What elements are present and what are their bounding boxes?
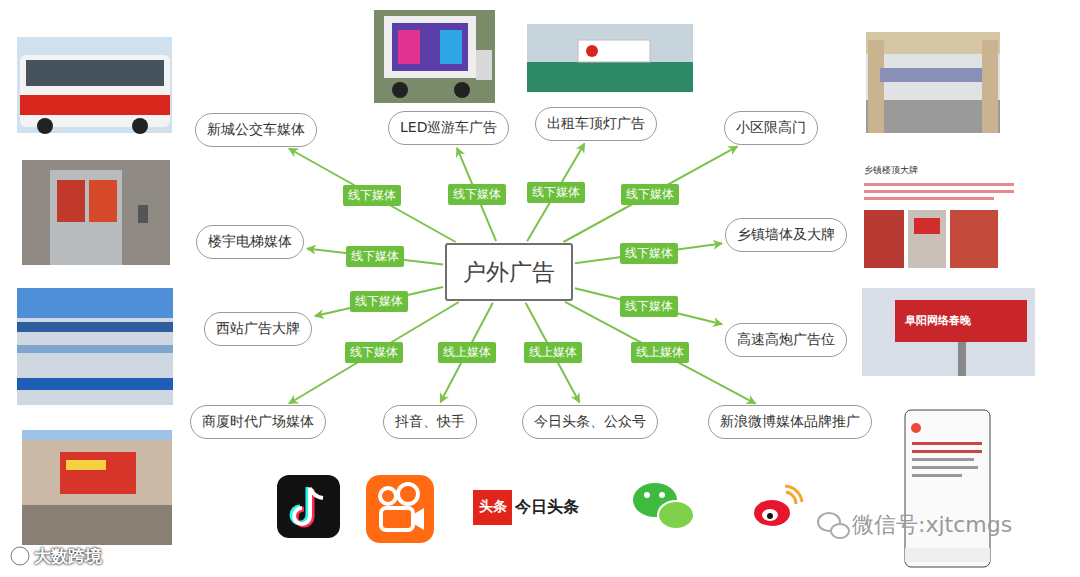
edge-label: 线上媒体: [524, 342, 582, 363]
media-box: 商厦时代广场媒体: [190, 405, 326, 439]
edge-label: 线上媒体: [438, 342, 496, 363]
kuaishou-icon: [366, 475, 434, 543]
edge-label: 线下媒体: [527, 182, 585, 203]
edge-label: 线下媒体: [621, 184, 679, 205]
bus-photo: [17, 37, 172, 134]
station-photo: [17, 288, 173, 405]
media-box: 新浪微博媒体品牌推广: [708, 405, 872, 439]
node-text: 高速高炮广告位: [737, 331, 835, 349]
wechat-icon: [633, 483, 694, 529]
connector-arrow: [315, 287, 443, 316]
led-truck-photo: [374, 10, 495, 103]
node-text: 楼宇电梯媒体: [208, 233, 292, 251]
node-text: 户外广告: [463, 257, 555, 288]
media-box: 出租车顶灯广告: [535, 107, 657, 141]
connector-arrow: [289, 302, 459, 404]
photo-caption: 乡镇楼顶大牌: [864, 164, 918, 177]
billboard-photo: [862, 288, 1035, 376]
hub-box: 户外广告: [445, 243, 573, 301]
media-box: 楼宇电梯媒体: [196, 225, 304, 259]
edge-label: 线下媒体: [620, 296, 678, 317]
edge-label: 线下媒体: [620, 243, 678, 264]
gate-photo: [866, 32, 1000, 133]
mall-photo: [22, 430, 172, 545]
connector-arrow: [289, 149, 456, 243]
node-text: LED巡游车广告: [400, 119, 497, 137]
node-text: 西站广告大牌: [216, 320, 300, 338]
media-box: 小区限高门: [724, 111, 818, 145]
logo-text: 头条: [474, 498, 511, 516]
node-text: 乡镇墙体及大牌: [737, 226, 835, 244]
taxi-photo: [527, 24, 693, 92]
edge-label: 线下媒体: [346, 246, 404, 267]
node-text: 小区限高门: [736, 119, 806, 137]
connector-arrow: [564, 146, 738, 242]
node-text: 出租车顶灯广告: [547, 115, 645, 133]
media-box: 乡镇墙体及大牌: [725, 218, 847, 252]
weibo-icon: [754, 486, 802, 526]
node-text: 商厦时代广场媒体: [202, 413, 314, 431]
media-box: LED巡游车广告: [388, 111, 509, 145]
node-text: 抖音、快手: [395, 413, 465, 431]
media-box: 抖音、快手: [383, 405, 477, 439]
edge-label: 线下媒体: [343, 185, 401, 206]
node-text: 新浪微博媒体品牌推广: [720, 413, 860, 431]
edge-label: 线下媒体: [345, 342, 403, 363]
township-photo: [862, 160, 1022, 272]
node-text: 新城公交车媒体: [207, 121, 305, 139]
connector-arrow: [565, 302, 755, 404]
watermark: 大数跨境: [34, 545, 102, 568]
connector-arrow: [575, 244, 722, 264]
billboard-text: 阜阳网络春晚: [905, 313, 971, 328]
media-box: 今日头条、公众号: [522, 405, 658, 439]
toutiao-logo: [473, 490, 512, 525]
watermark-icon: [11, 547, 29, 565]
phone-screenshot: [905, 410, 990, 567]
media-box: 高速高炮广告位: [725, 323, 847, 357]
node-text: 今日头条、公众号: [534, 413, 646, 431]
watermark: 微信号:xjtcmgs: [852, 510, 1012, 540]
media-box: 西站广告大牌: [204, 312, 312, 346]
edge-label: 线下媒体: [350, 291, 408, 312]
edge-label: 线下媒体: [448, 184, 506, 205]
watermark-icon: [818, 513, 849, 538]
edge-label: 线上媒体: [631, 342, 689, 363]
elevator-photo: [22, 160, 170, 265]
logo-text: 今日头条: [515, 497, 579, 518]
media-box: 新城公交车媒体: [195, 113, 317, 147]
douyin-icon: [277, 475, 340, 538]
connector-arrow: [527, 144, 584, 242]
